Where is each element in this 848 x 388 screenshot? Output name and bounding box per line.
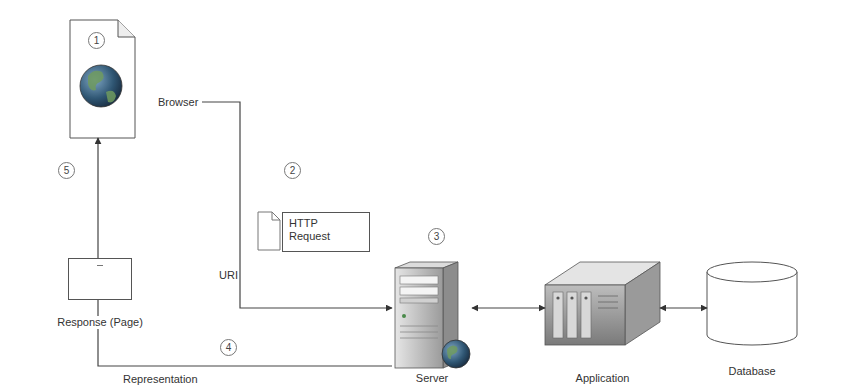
edge-label: Representation [122, 373, 199, 386]
page-fold [118, 20, 135, 37]
cylinder-top [707, 262, 797, 282]
globe [80, 65, 122, 107]
node-label: Response (Page) [55, 316, 145, 329]
node-label: Server [414, 372, 450, 385]
icon-node: Server [392, 260, 472, 372]
message-box: HTTP Request [282, 212, 370, 252]
rack-dot [556, 296, 559, 299]
connector [98, 138, 392, 366]
globe-land [447, 345, 458, 359]
doc-fold [272, 212, 280, 220]
cylinder-body [707, 272, 797, 345]
connector [660, 307, 707, 308]
rack-slot [567, 292, 577, 338]
rack-slot [553, 292, 563, 338]
rack-front [545, 285, 625, 345]
callout-number: 1 [88, 32, 105, 49]
vent-lines [400, 326, 438, 338]
server-globe [442, 340, 470, 368]
request-document-icon [258, 212, 280, 250]
globe-land [88, 71, 116, 103]
node-label: Application [574, 372, 632, 385]
node-label: HTTP Request [283, 213, 347, 247]
rack-dot [584, 296, 587, 299]
message-box: Response (Page) [68, 258, 132, 300]
server-front [395, 268, 443, 368]
application-icon [545, 262, 660, 345]
rack-side [625, 262, 660, 345]
icon-node: Database [707, 262, 797, 346]
callout-number: 5 [58, 162, 75, 179]
database-icon [707, 262, 797, 345]
rack-slot [581, 292, 591, 338]
node-label: Database [726, 365, 777, 378]
drive-bay [400, 287, 438, 295]
drive-bay [400, 298, 438, 303]
icon-node: Application [545, 262, 660, 346]
connector [202, 102, 392, 308]
callout-number: 4 [220, 339, 237, 356]
doc-outline [258, 212, 280, 250]
edge-label: URI [218, 269, 239, 282]
node-label: Browser [158, 96, 198, 109]
browser-page-icon [70, 20, 135, 138]
rack-dot [570, 296, 573, 299]
page-outline [70, 20, 135, 138]
callout-number: 3 [428, 228, 445, 245]
server-icon [395, 262, 470, 368]
callout-number: 2 [284, 162, 301, 179]
connector [472, 307, 545, 308]
drive-bay [400, 276, 438, 284]
rack-vents [598, 296, 618, 308]
power-led [402, 314, 406, 318]
